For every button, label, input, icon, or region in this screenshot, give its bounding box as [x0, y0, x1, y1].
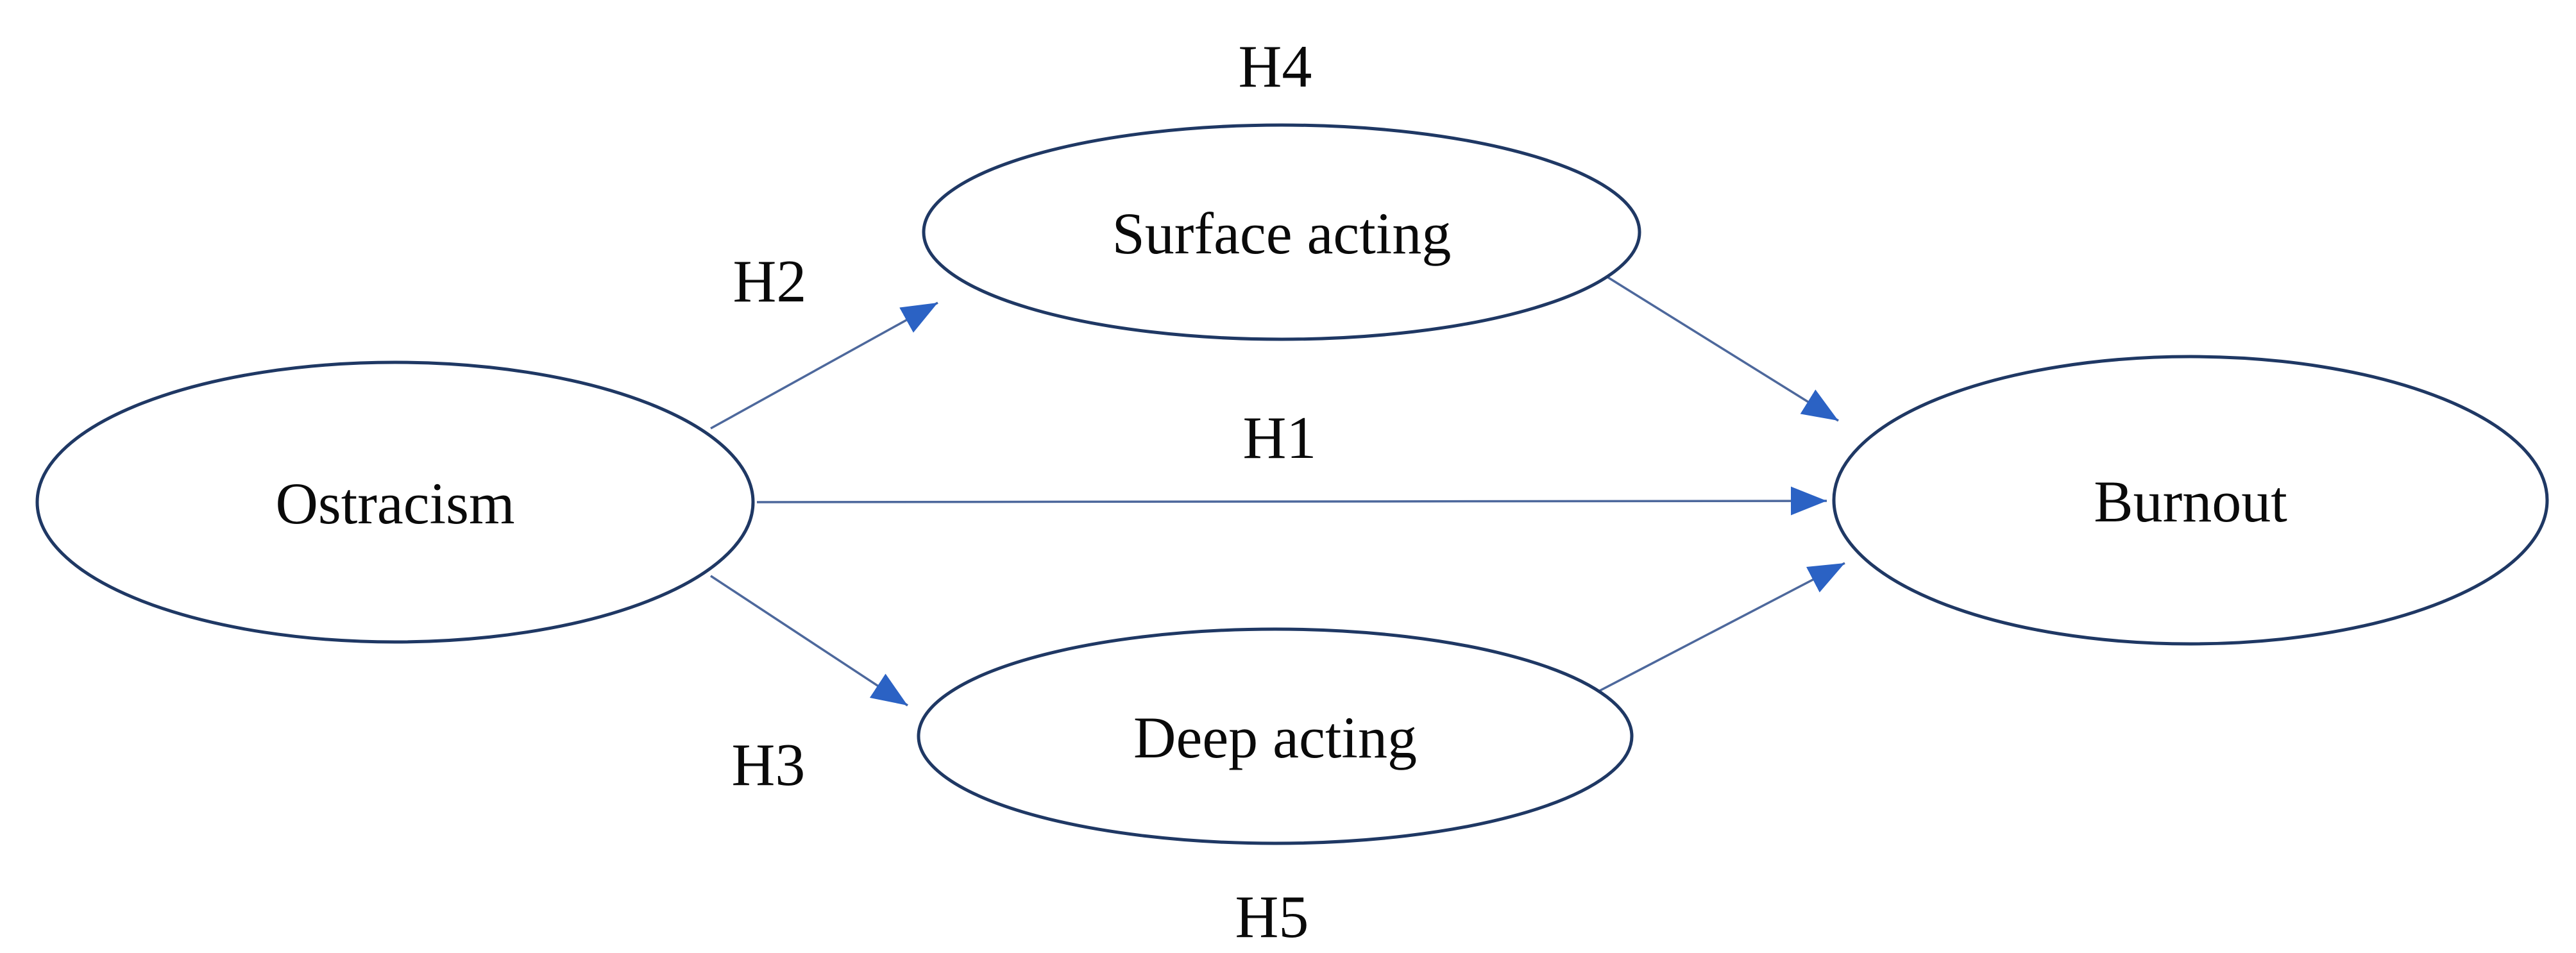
- arrow-h5: [1598, 562, 1845, 693]
- deep-acting-ellipse: [917, 627, 1634, 845]
- arrow-h3: [710, 575, 908, 707]
- h1-label: H1: [1243, 405, 1317, 471]
- h5-label: H5: [1235, 884, 1309, 950]
- arrow-h4: [1607, 276, 1839, 422]
- arrow-h1: [756, 486, 1827, 516]
- deep-acting-label: Deep acting: [1133, 705, 1417, 770]
- node-surface-acting: Surface acting: [922, 123, 1641, 341]
- h4-label: H4: [1239, 33, 1312, 100]
- burnout-ellipse: [1832, 355, 2549, 646]
- node-deep-acting: Deep acting: [917, 627, 1634, 845]
- surface-acting-label: Surface acting: [1112, 201, 1452, 266]
- node-ostracism: Ostracism: [35, 360, 755, 644]
- burnout-label: Burnout: [2094, 469, 2287, 534]
- ostracism-ellipse: [35, 360, 755, 644]
- h3-label: H3: [732, 732, 806, 798]
- surface-acting-ellipse: [922, 123, 1641, 341]
- ostracism-label: Ostracism: [275, 471, 514, 536]
- arrow-h2: [710, 301, 938, 430]
- h2-label: H2: [733, 248, 807, 315]
- node-burnout: Burnout: [1832, 355, 2549, 646]
